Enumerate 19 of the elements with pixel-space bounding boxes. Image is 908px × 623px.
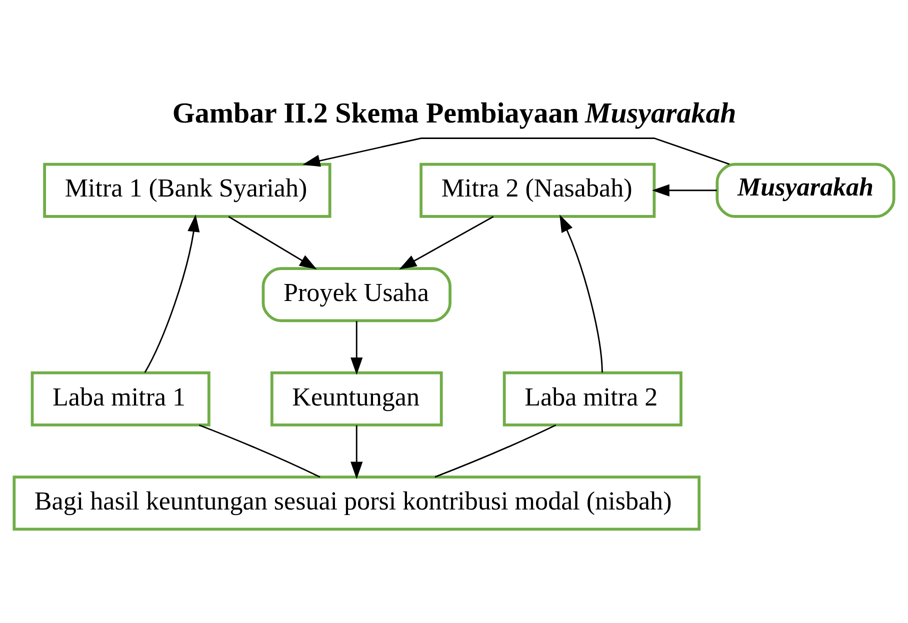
- diagram-title: Gambar II.2 Skema Pembiayaan Musyarakah: [172, 96, 736, 129]
- arrow: [560, 214, 603, 372]
- arrow: [228, 215, 317, 269]
- arrow: [652, 184, 717, 196]
- arrow: [302, 137, 730, 166]
- node-box: Mitra 1 (Bank Syariah): [43, 162, 332, 218]
- connector: [434, 424, 556, 478]
- arrow: [350, 320, 363, 374]
- node-box: Laba mitra 2: [502, 370, 682, 426]
- connector: [198, 424, 320, 478]
- node-box: Proyek Usaha: [262, 266, 452, 322]
- node-box: Musyarakah: [716, 162, 896, 218]
- node-box: Laba mitra 1: [30, 370, 210, 426]
- node-box: Bagi hasil keuntungan sesuai porsi kontribusi modal (nisbah): [12, 475, 701, 530]
- node-box: Mitra 2 (Nasabah): [420, 162, 656, 218]
- arrow: [144, 214, 200, 372]
- arrow: [350, 424, 363, 479]
- arrow: [399, 215, 494, 269]
- node-box: Keuntungan: [270, 370, 443, 426]
